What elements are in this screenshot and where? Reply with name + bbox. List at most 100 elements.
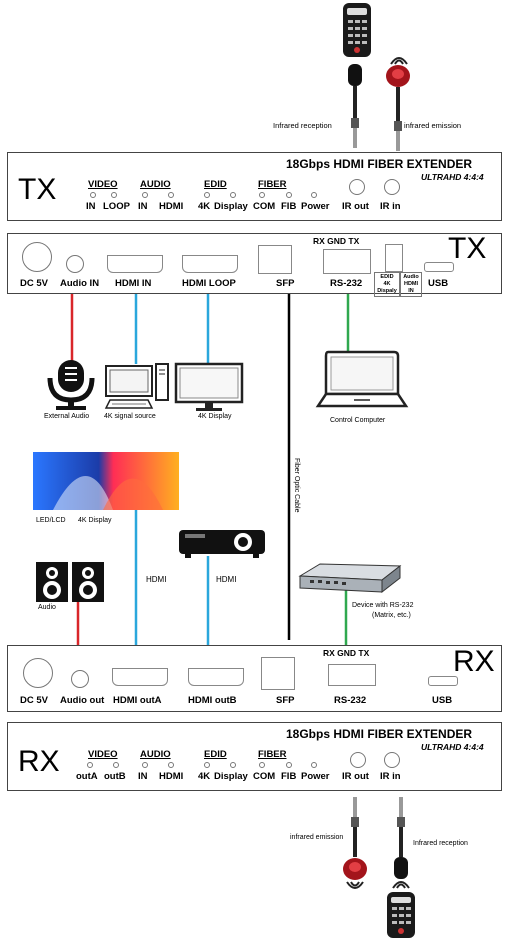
tx-ir-in-port <box>384 179 400 195</box>
rs232-device-note: (Matrix, etc.) <box>372 612 411 619</box>
tx-led-label-power: Power <box>301 201 330 212</box>
rx-hdmi-outb-label: HDMI outB <box>188 695 237 706</box>
rx-hdmi-outa-label: HDMI outA <box>113 695 162 706</box>
tx-ir-out-label: IR out <box>342 201 369 212</box>
rx-ir-in-port <box>384 752 400 768</box>
rx-ir-out-port <box>350 752 366 768</box>
rx-led-fiber-fib <box>286 762 292 768</box>
rx-front-product-title: 18Gbps HDMI FIBER EXTENDER <box>286 727 473 741</box>
rx-led-label-com: COM <box>253 771 276 782</box>
rx-led-label-outb: outB <box>104 771 126 782</box>
rx-led-audio-in <box>142 762 148 768</box>
rx-led-label-audio-in: IN <box>138 771 148 782</box>
rx-dc-label: DC 5V <box>20 695 48 706</box>
rx-led-video-outb <box>113 762 119 768</box>
tx-led-fiber-fib <box>286 192 292 198</box>
rx-front-ultra-logo: ULTRAHD 4:4:4 <box>421 742 484 752</box>
tx-led-label-audio-in: IN <box>138 201 148 212</box>
tx-hdmi-loop-label: HDMI LOOP <box>182 278 236 289</box>
speakers-icon <box>36 562 104 602</box>
rx-front-panel: RX 18Gbps HDMI FIBER EXTENDER ULTRAHD 4:… <box>7 722 502 791</box>
external-audio-label: External Audio <box>44 413 90 420</box>
led-lcd-label: LED/LCD <box>36 517 66 524</box>
rx-led-audio-hdmi <box>168 762 174 768</box>
rx-ir-reception-label: Infrared reception <box>413 840 468 847</box>
rx-dc-port <box>23 658 53 688</box>
rx-remote-control-icon <box>387 892 415 938</box>
rx-usb-label: USB <box>432 695 453 706</box>
tx-sw2-line3: IN <box>408 288 414 294</box>
tx-led-label-4k: 4K <box>198 201 211 212</box>
tx-sw2-line2: HDMI <box>403 281 419 287</box>
tx-sw1-line3: Dispaly <box>377 288 397 294</box>
led-display-label: 4K Display <box>78 517 112 524</box>
rx-led-label-fib: FIB <box>281 771 297 782</box>
tx-led-label-fib: FIB <box>281 201 297 212</box>
tx-audio-in-port <box>66 255 84 273</box>
rx-rear-panel: RX GND TX RX DC 5V Audio out HDMI outA H… <box>7 645 502 712</box>
tx-ir-in-label: IR in <box>380 201 401 212</box>
tx-ir-out-port <box>349 179 365 195</box>
rx-led-label-4k: 4K <box>198 771 211 782</box>
tx-audio-in-label: Audio IN <box>60 278 100 289</box>
rx-ir-receiver-icon <box>394 797 408 879</box>
rx-wireless-signal-2-icon <box>392 881 410 889</box>
rx-group-audio: AUDIO <box>140 749 171 760</box>
audio-speakers-label: Audio <box>38 604 56 611</box>
tx-front-ultra-logo: ULTRAHD 4:4:4 <box>421 172 484 182</box>
tx-led-label-in: IN <box>86 201 96 212</box>
rx-ir-in-label: IR in <box>380 771 401 782</box>
tx-led-power <box>311 192 317 198</box>
tx-rs232-label: RS-232 <box>330 278 363 289</box>
tx-hdmi-in-label: HDMI IN <box>115 278 152 289</box>
rx-led-label-hdmi: HDMI <box>159 771 184 782</box>
display-4k-label: 4K Display <box>198 413 232 420</box>
rx-sfp-port <box>261 657 295 690</box>
tx-edid-switch-label: EDID 4K Dispaly <box>374 272 400 297</box>
rs232-device-label: Device with RS-232 <box>352 602 414 609</box>
desktop-computer-icon <box>104 363 169 409</box>
tx-sfp-label: SFP <box>276 278 295 289</box>
rx-rs232-port <box>328 664 376 686</box>
tx-led-label-loop: LOOP <box>103 201 130 212</box>
tx-rear-letters: TX <box>448 232 487 265</box>
rx-led-label-power: Power <box>301 771 330 782</box>
tx-rear-panel: RX GND TX TX DC 5V Audio IN HDMI IN HDMI… <box>7 232 502 297</box>
ir-emitter-icon <box>386 65 410 151</box>
tx-hdmi-in-port <box>107 255 163 273</box>
projector-icon <box>179 530 265 558</box>
rs232-device-icon <box>298 563 402 594</box>
tx-led-audio-in <box>142 192 148 198</box>
tx-sfp-port <box>258 245 292 274</box>
tx-led-label-com: COM <box>253 201 276 212</box>
wireless-signal-icon <box>390 57 408 65</box>
rx-wireless-signal-icon <box>346 881 364 889</box>
tx-hdmi-loop-port <box>182 255 238 273</box>
rx-hdmi-outb-port <box>188 668 244 686</box>
tx-rear-header: RX GND TX <box>313 236 360 246</box>
tx-led-edid-4k <box>204 192 210 198</box>
led-lcd-screen-icon <box>33 452 179 510</box>
rx-group-fiber: FIBER <box>258 749 287 760</box>
tx-led-fiber-com <box>259 192 265 198</box>
rx-audio-out-port <box>71 670 89 688</box>
rx-led-label-display: Display <box>214 771 248 782</box>
tx-front-panel: TX 18Gbps HDMI FIBER EXTENDER ULTRAHD 4:… <box>7 152 502 221</box>
control-computer-label: Control Computer <box>330 417 386 424</box>
tx-led-edid-display <box>230 192 236 198</box>
tx-led-video-loop <box>111 192 117 198</box>
tx-usb-label: USB <box>428 278 449 289</box>
tx-sw2-line1: Audio <box>403 274 419 280</box>
tx-front-letters: TX <box>18 173 57 206</box>
rx-rs232-label: RS-232 <box>334 695 367 706</box>
tx-dip-switch[interactable] <box>385 244 403 272</box>
rx-ir-out-label: IR out <box>342 771 369 782</box>
tx-led-label-display: Display <box>214 201 248 212</box>
fiber-cable-label: Fiber Optic Cable <box>293 458 300 513</box>
rx-group-edid: EDID <box>204 749 227 760</box>
microphone-icon <box>47 360 95 410</box>
rx-led-label-outa: outA <box>76 771 98 782</box>
rx-sfp-label: SFP <box>276 695 295 706</box>
rx-led-edid-display <box>230 762 236 768</box>
